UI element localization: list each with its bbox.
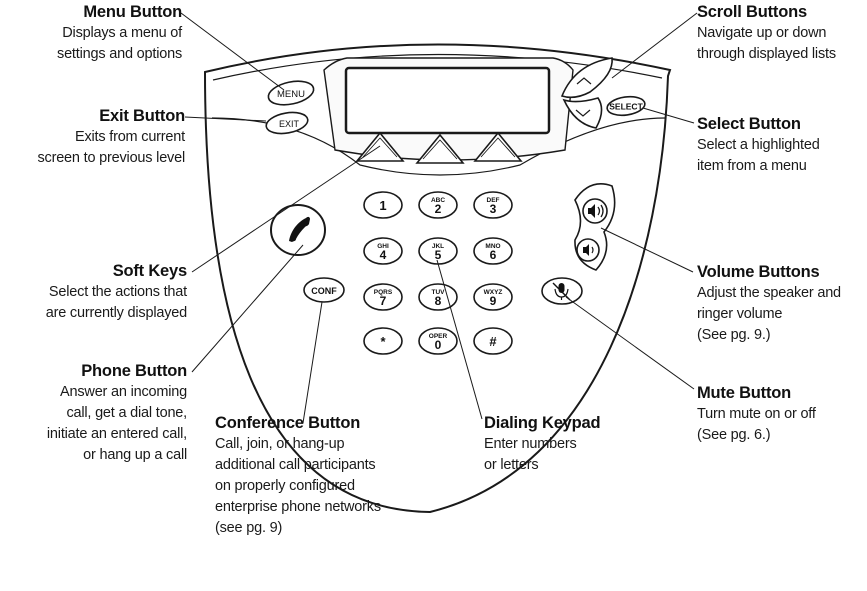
volume-down-icon bbox=[583, 244, 589, 256]
select-button[interactable]: SELECT bbox=[606, 94, 646, 117]
callout-title: Exit Button bbox=[99, 107, 185, 125]
keypad-key-digit: * bbox=[380, 334, 386, 349]
keypad-key-digit: 5 bbox=[435, 248, 442, 262]
callout-select-button: Select Button Select a highlighted item … bbox=[697, 114, 820, 177]
callout-soft-keys: Soft Keys Select the actions that are cu… bbox=[46, 261, 187, 324]
microphone-mute-icon bbox=[552, 282, 571, 301]
volume-up-icon bbox=[588, 204, 595, 218]
keypad-key-star[interactable]: * bbox=[363, 327, 403, 355]
leader-line-exit bbox=[184, 116, 267, 122]
conference-button-label: CONF bbox=[311, 286, 337, 296]
keypad-key-digit: 6 bbox=[490, 248, 497, 262]
callout-description: Adjust the speaker and ringer volume (Se… bbox=[697, 285, 841, 343]
keypad-key-digit: 8 bbox=[435, 294, 442, 308]
keypad-key-letters: PQRS bbox=[374, 289, 393, 296]
callout-menu-button: Menu Button Displays a menu of settings … bbox=[57, 2, 182, 65]
callout-description: Select the actions that are currently di… bbox=[45, 284, 187, 321]
callout-description: Exits from current screen to previous le… bbox=[37, 129, 185, 166]
leader-line-conference bbox=[302, 301, 323, 424]
callout-title: Conference Button bbox=[215, 414, 361, 432]
callout-title: Scroll Buttons bbox=[697, 3, 807, 21]
keypad-key-digit: 2 bbox=[435, 202, 442, 216]
exit-button[interactable]: EXIT bbox=[265, 110, 310, 137]
keypad-key-letters: ABC bbox=[431, 197, 445, 204]
callout-title: Select Button bbox=[697, 115, 801, 133]
callout-dialing-keypad: Dialing Keypad Enter numbers or letters bbox=[484, 413, 601, 476]
callout-description: Call, join, or hang-up additional call p… bbox=[215, 436, 381, 536]
display-screen bbox=[344, 66, 551, 135]
keypad-key-letters: WXYZ bbox=[484, 289, 503, 296]
leader-line-select bbox=[642, 107, 695, 124]
leader-line-dialing bbox=[436, 259, 483, 420]
scroll-buttons[interactable] bbox=[560, 57, 613, 129]
keypad-key-1[interactable]: 1 bbox=[363, 191, 403, 219]
keypad-key-digit: 3 bbox=[490, 202, 497, 216]
leader-line-volume bbox=[600, 227, 694, 273]
leader-line-scroll bbox=[611, 12, 698, 79]
soft-key-2[interactable] bbox=[415, 133, 465, 164]
keypad-key-letters: DEF bbox=[487, 197, 500, 204]
keypad-key-letters: MNO bbox=[485, 243, 500, 250]
phone-body bbox=[203, 43, 672, 514]
callout-title: Mute Button bbox=[697, 384, 792, 402]
keypad-key-digit: 7 bbox=[380, 294, 387, 308]
callout-exit-button: Exit Button Exits from current screen to… bbox=[37, 106, 185, 169]
keypad-key-letters: GHI bbox=[377, 243, 389, 250]
keypad-key-digit: 9 bbox=[490, 294, 497, 308]
callout-scroll-buttons: Scroll Buttons Navigate up or down throu… bbox=[697, 2, 836, 65]
scroll-down-button[interactable] bbox=[562, 97, 603, 129]
callout-description: Select a highlighted item from a menu bbox=[697, 137, 820, 174]
select-button-label: SELECT bbox=[609, 102, 643, 112]
keypad-key-letters: JKL bbox=[432, 243, 444, 250]
callout-title: Menu Button bbox=[83, 3, 182, 21]
keypad-key-digit: 0 bbox=[435, 338, 442, 352]
callout-title: Dialing Keypad bbox=[484, 414, 601, 432]
keypad-key-digit: 4 bbox=[380, 248, 387, 262]
callout-phone-button: Phone Button Answer an incoming call, ge… bbox=[47, 361, 187, 466]
phone-button[interactable] bbox=[270, 204, 326, 256]
leader-line-soft-keys bbox=[191, 145, 381, 273]
exit-button-label: EXIT bbox=[279, 119, 300, 129]
keypad-key-letters: OPER bbox=[429, 333, 448, 340]
mute-button[interactable] bbox=[541, 277, 583, 305]
callout-description: Answer an incoming call, get a dial tone… bbox=[46, 384, 187, 463]
callout-description: Displays a menu of settings and options bbox=[57, 25, 182, 62]
conference-button[interactable]: CONF bbox=[303, 277, 345, 303]
callout-title: Volume Buttons bbox=[697, 263, 820, 281]
callout-title: Soft Keys bbox=[112, 262, 188, 280]
callout-description: Turn mute on or off (See pg. 6.) bbox=[697, 406, 816, 443]
leader-line-phone bbox=[191, 244, 304, 373]
soft-keys[interactable] bbox=[355, 131, 523, 164]
callout-volume-buttons: Volume Buttons Adjust the speaker and ri… bbox=[697, 262, 841, 346]
handset-icon bbox=[289, 216, 310, 242]
scroll-up-button[interactable] bbox=[560, 57, 613, 99]
callout-title: Phone Button bbox=[81, 362, 187, 380]
soft-key-3[interactable] bbox=[473, 131, 523, 162]
callout-description: Enter numbers or letters bbox=[484, 436, 577, 473]
menu-button-label: MENU bbox=[277, 89, 305, 100]
leader-line-mute bbox=[565, 296, 695, 390]
keypad-key-digit: # bbox=[489, 334, 497, 349]
leader-lines bbox=[180, 12, 698, 424]
callout-conference-button: Conference Button Call, join, or hang-up… bbox=[215, 413, 381, 539]
leader-line-menu bbox=[180, 12, 285, 91]
keypad-key-letters: TUV bbox=[432, 289, 446, 296]
callout-description: Navigate up or down through displayed li… bbox=[697, 25, 836, 62]
volume-buttons[interactable] bbox=[574, 183, 616, 271]
callout-mute-button: Mute Button Turn mute on or off (See pg.… bbox=[697, 383, 816, 446]
keypad-key-pound[interactable]: # bbox=[473, 327, 513, 355]
keypad-key-digit: 1 bbox=[379, 198, 386, 213]
